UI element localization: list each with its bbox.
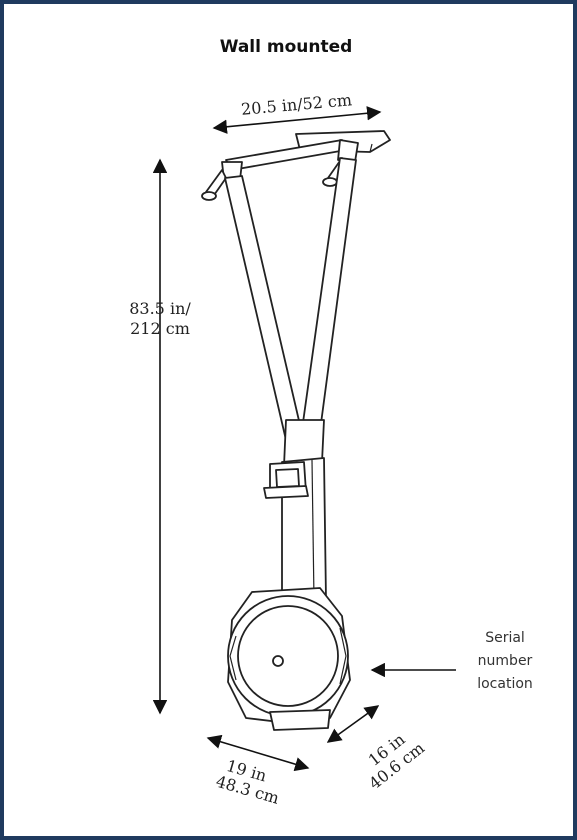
top-crossbar: [225, 139, 347, 171]
diagram-title: Wall mounted: [220, 37, 353, 57]
performance-monitor: [263, 461, 309, 499]
right-arm: [299, 157, 357, 447]
flywheel-hub: [272, 655, 284, 667]
serial-label-line2: number: [478, 653, 533, 669]
width-dimension: 20.5 in/52 cm: [212, 90, 382, 134]
width-arrow: [212, 106, 382, 134]
base-foot: [269, 709, 331, 731]
serial-number-callout: Serial number location: [370, 630, 533, 692]
height-dimension: 83.5 in/ 212 cm: [129, 158, 191, 715]
left-arm: [224, 175, 301, 441]
serial-label-line3: location: [477, 676, 533, 692]
side-dimension: 16 in 40.6 cm: [326, 705, 428, 793]
serial-label-line1: Serial: [485, 630, 525, 646]
depth-dimension: 19 in 48.3 cm: [206, 734, 310, 808]
side-arrow: [326, 705, 380, 743]
height-label-line2: 212 cm: [130, 319, 190, 338]
flywheel-housing: [227, 587, 351, 725]
width-label: 20.5 in/52 cm: [240, 90, 352, 119]
ski-machine-illustration: [201, 130, 391, 731]
height-label-line1: 83.5 in/: [129, 299, 191, 318]
depth-arrow: [206, 734, 310, 772]
